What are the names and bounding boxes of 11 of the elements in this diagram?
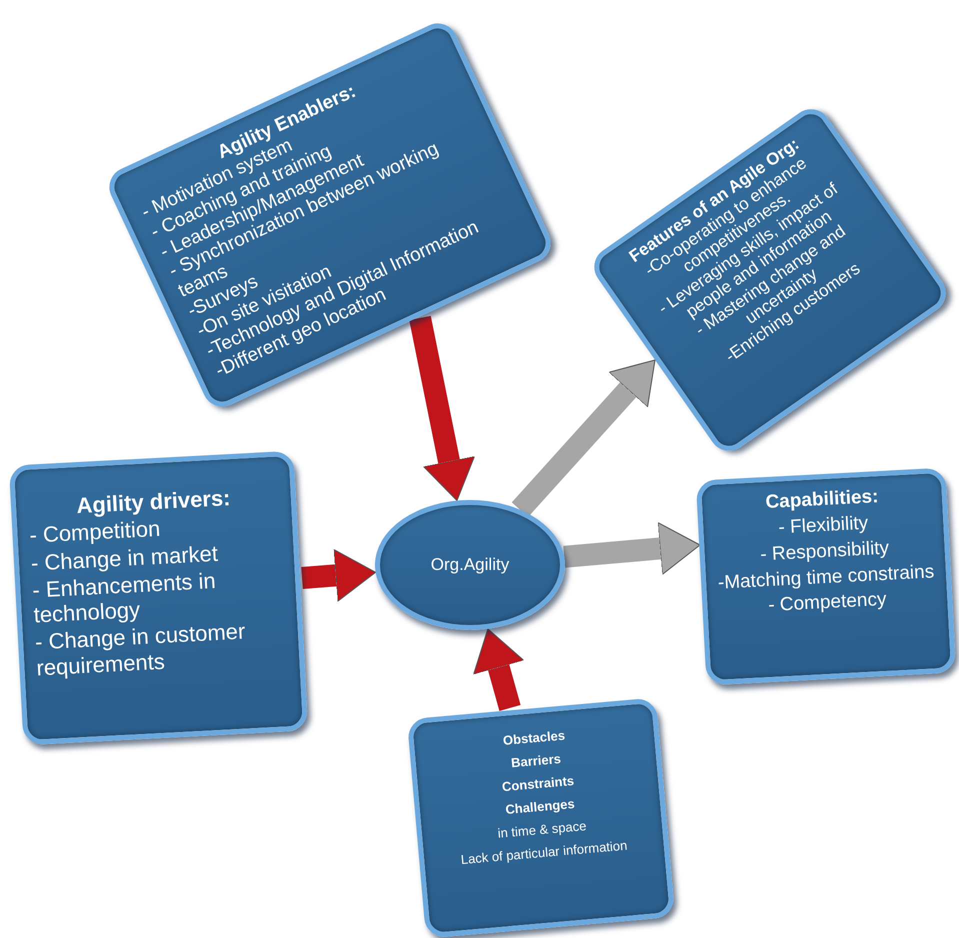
heading: Obstacles (501, 726, 567, 750)
block-arrow (512, 360, 656, 518)
block-arrow (563, 522, 700, 575)
block-arrow (409, 316, 476, 502)
list-item: - Competency (766, 588, 888, 618)
list-item: Org.Agility (430, 555, 510, 575)
block-arrow (473, 628, 524, 711)
heading: Constraints (500, 772, 576, 796)
heading: Challenges (504, 794, 576, 819)
block-arrow (301, 548, 376, 602)
heading: Barriers (509, 750, 562, 772)
